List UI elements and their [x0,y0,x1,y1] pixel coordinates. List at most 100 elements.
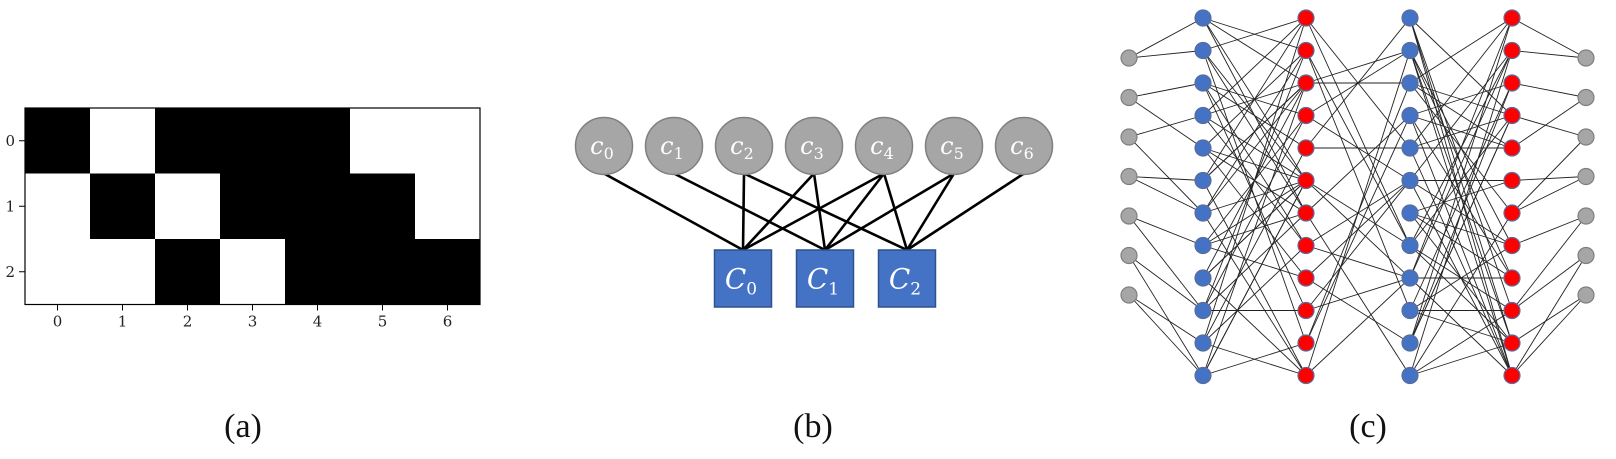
caption-b: (b) [793,408,833,445]
variable-node-label: c1 [660,132,684,163]
network-node-blue [1401,41,1419,60]
network-node-gray [1577,286,1595,304]
network-node-blue [1194,236,1212,255]
matrix-cell [350,239,416,305]
network-edge [1202,50,1307,214]
network-edge [1128,215,1204,246]
tanner-edge [823,172,886,251]
variable-node: c6 [994,116,1054,176]
network-node-gray [1120,49,1138,67]
network-node-blue [1401,269,1419,287]
check-node-box [877,249,937,308]
network-edge [1202,82,1307,376]
variable-node-circle [714,116,774,176]
matrix-cell [220,239,286,305]
matrix-cell [25,108,91,174]
network-nodes [1120,9,1595,385]
network-edge [1202,17,1307,84]
variable-node: c5 [924,116,984,176]
network-edge [1202,17,1307,51]
variable-node-circle [574,116,634,176]
matrix-cell [220,173,286,240]
network-edge [1128,97,1204,149]
network-node-gray [1577,167,1595,186]
network-node-red [1503,171,1521,190]
network-edge [1511,255,1587,376]
network-edge [1128,215,1204,311]
network-edge [1511,136,1587,214]
network-node-gray [1120,88,1138,107]
network-node-blue [1194,334,1212,352]
network-edge [1128,255,1204,311]
matrix-cell [415,108,481,174]
network-edge [1202,180,1307,376]
matrix-cell [25,239,91,305]
check-node-label: C2 [889,263,921,300]
network-node-blue [1194,41,1212,60]
network-node-blue [1401,171,1419,190]
network-edge [1409,82,1513,311]
x-tick-label: 1 [118,313,128,331]
network-node-red [1503,106,1521,125]
x-tick-label: 6 [443,313,453,331]
network-node-blue [1401,139,1419,157]
tanner-edge [742,172,815,251]
y-tick-label: 0 [5,132,15,150]
network-node-blue [1194,269,1212,287]
y-tick-label: 1 [5,197,15,215]
network-edge [1202,147,1307,181]
network-node-blue [1194,171,1212,190]
network-node-gray [1577,49,1595,67]
network-node-red [1297,41,1315,60]
variable-node-label: c0 [590,132,614,163]
network-edge [1511,294,1587,376]
network-edge [1305,245,1411,279]
tanner-edge [906,172,1025,252]
network-edge [1409,17,1513,84]
tanner-edge [603,172,744,252]
network-node-gray [1120,128,1138,146]
network-edge [1202,277,1307,376]
network-node-gray [1120,167,1138,186]
network-node-blue [1401,106,1419,125]
network-edge [1409,17,1513,279]
network-node-blue [1401,366,1419,385]
matrix-cell [285,239,351,305]
network-node-red [1503,9,1521,27]
network-node-red [1503,334,1521,352]
network-edge [1305,277,1411,311]
network-edge [1128,176,1204,214]
network-edge [1202,82,1307,149]
network-edge [1511,215,1587,311]
network-edge [1128,50,1204,59]
network-node-gray [1577,88,1595,107]
network-node-blue [1401,74,1419,92]
network-edge [1409,342,1513,376]
network-edge [1409,50,1513,279]
variable-node-label: c3 [800,132,824,163]
network-edge [1202,147,1307,344]
network-edge [1511,176,1587,214]
network-node-blue [1194,74,1212,92]
network-node-gray [1120,207,1138,225]
network-edge [1511,294,1587,344]
network-edge [1128,115,1204,138]
check-node-box [713,249,773,308]
matrix-cell [155,173,221,240]
network-node-blue [1194,366,1212,385]
network-edge [1409,212,1513,376]
tanner-edge [743,172,908,252]
caption-a: (a) [224,408,262,445]
network-edge [1409,115,1513,344]
tanner-edge [742,172,885,252]
variable-node-circle [784,116,844,176]
network-edge [1305,50,1411,376]
network-node-red [1297,106,1315,125]
network-node-blue [1194,9,1212,27]
matrix-cell [155,239,221,305]
matrix-cell [285,108,351,174]
